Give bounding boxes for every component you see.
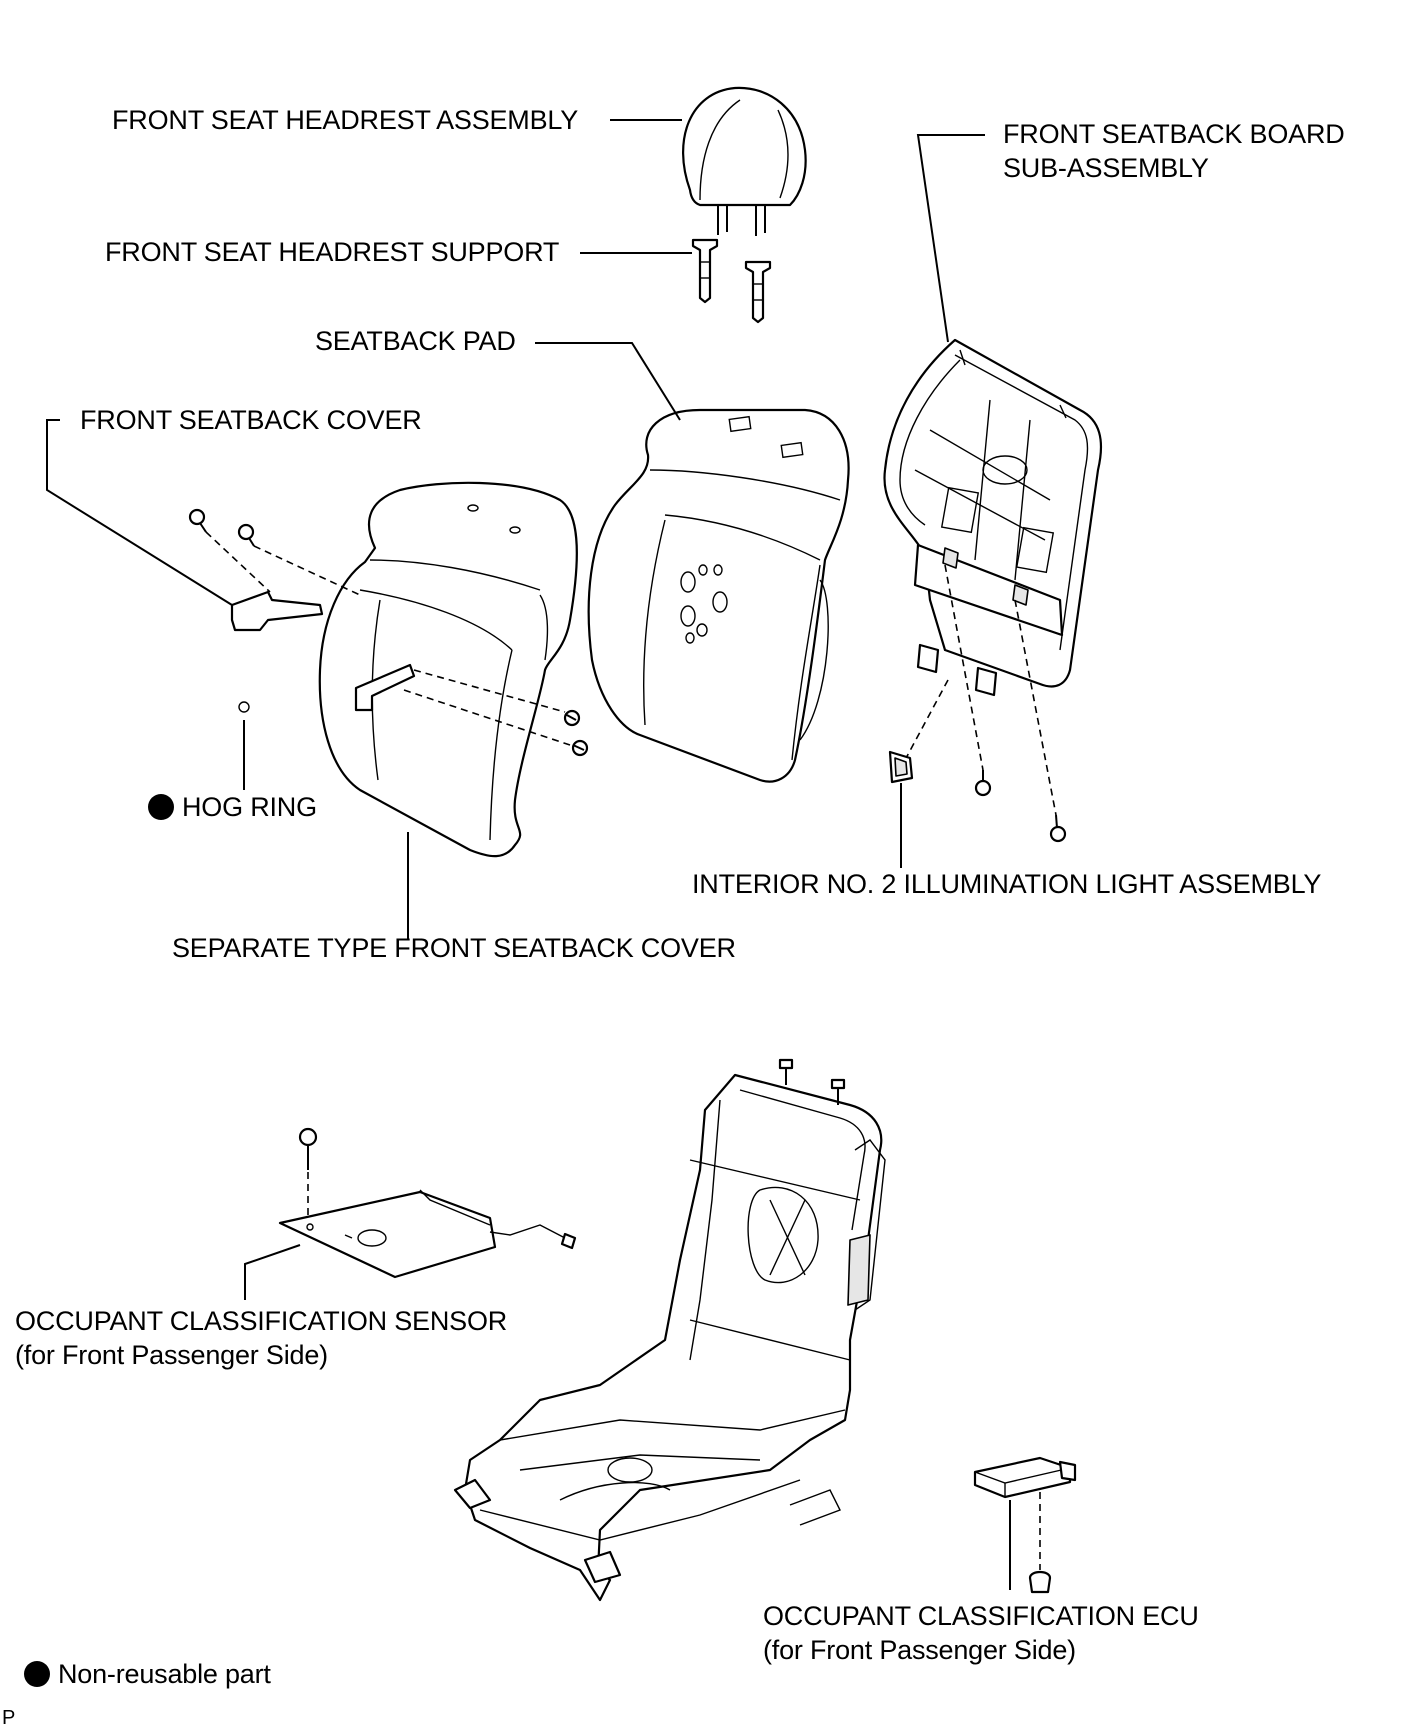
label-hog-ring: HOG RING: [148, 791, 317, 824]
label-ecu-line1: OCCUPANT CLASSIFICATION ECU: [763, 1601, 1199, 1631]
board-screws: [888, 564, 1067, 843]
seatback-pad-illustration: [587, 408, 850, 783]
legend-non-reusable: Non-reusable part: [24, 1658, 271, 1691]
label-seatback-pad: SEATBACK PAD: [315, 326, 516, 356]
seat-frame-illustration: [453, 1058, 886, 1602]
label-separate-cover: SEPARATE TYPE FRONT SEATBACK COVER: [172, 933, 736, 963]
separate-seatback-cover-illustration: [318, 481, 578, 858]
sensor-illustration: [278, 1127, 577, 1279]
legend-non-reusable-text: Non-reusable part: [58, 1659, 271, 1689]
leader-sensor: [244, 1244, 301, 1300]
headrest-support-illustration: [691, 238, 772, 324]
ecu-illustration: [973, 1456, 1077, 1594]
label-seatback-board-line2: SUB-ASSEMBLY: [1003, 153, 1209, 183]
label-illumination-light: INTERIOR NO. 2 ILLUMINATION LIGHT ASSEMB…: [692, 869, 1322, 899]
label-sensor-line1: OCCUPANT CLASSIFICATION SENSOR: [15, 1306, 508, 1336]
seatback-board-illustration: [883, 338, 1102, 697]
hog-ring-illustration: [238, 701, 250, 713]
headrest-illustration: [682, 86, 807, 236]
label-headrest-support: FRONT SEAT HEADREST SUPPORT: [105, 237, 560, 267]
label-front-seatback-cover: FRONT SEATBACK COVER: [80, 405, 422, 435]
cover-bracket-and-screws: [188, 508, 589, 757]
leader-front-seatback-cover: [46, 419, 233, 606]
leader-seatback-pad: [535, 342, 681, 421]
legend-non-reusable-icon: [24, 1661, 50, 1687]
hog-ring-text: HOG RING: [182, 792, 317, 822]
corner-mark: P: [2, 1707, 16, 1729]
label-ecu-line2: (for Front Passenger Side): [763, 1635, 1076, 1665]
leader-seatback-board: [916, 134, 985, 343]
label-seatback-board-line1: FRONT SEATBACK BOARD: [1003, 119, 1345, 149]
label-headrest-assembly: FRONT SEAT HEADREST ASSEMBLY: [112, 105, 579, 135]
label-sensor-line2: (for Front Passenger Side): [15, 1340, 328, 1370]
non-reusable-marker-icon: [148, 794, 174, 820]
